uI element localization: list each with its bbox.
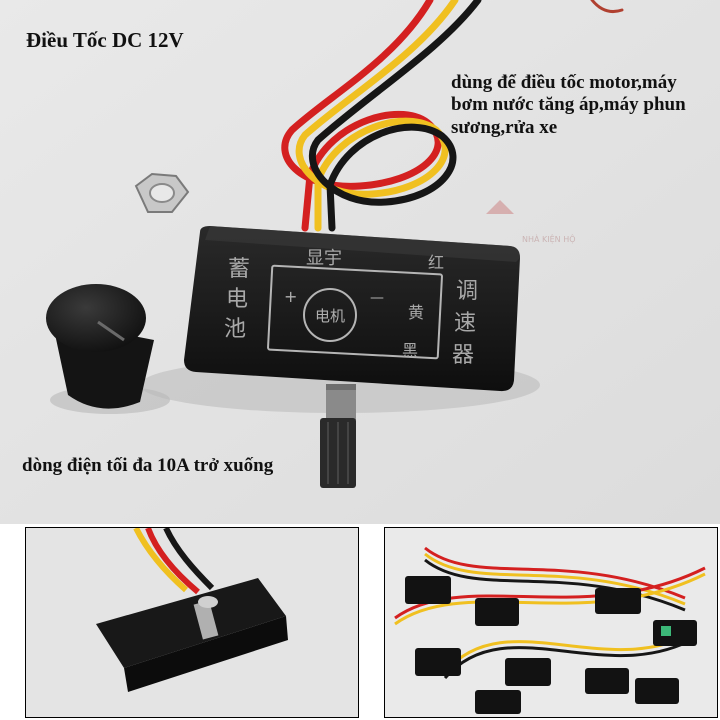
device-label-motor: 电机	[315, 307, 345, 325]
device-label-minus: —	[370, 290, 384, 306]
potentiometer-shaft	[320, 384, 356, 488]
max-current-caption: dòng điện tối đa 10A trở xuống	[22, 455, 274, 476]
hex-nut	[134, 172, 190, 213]
device-label-right-3: 器	[452, 343, 474, 368]
main-product-photo: 显宇 红 黄 黑 电机 + — 蓄 电 池 调 速 器 NHÀ KIỆN HỘ	[0, 0, 720, 524]
yellow-wire	[295, 0, 459, 232]
device-label-left-1: 蓄	[228, 257, 250, 282]
black-wire	[308, 0, 482, 232]
bulk-units-photo	[384, 527, 718, 718]
watermark-text: NHÀ KIỆN HỘ	[522, 233, 576, 245]
product-title: Điều Tốc DC 12V	[26, 28, 184, 52]
usage-caption: dùng để điều tốc motor,máy bơm nước tăng…	[451, 72, 686, 138]
device-label-top: 显宇	[306, 248, 342, 269]
controller-box: 显宇 红 黄 黑 电机 + — 蓄 电 池 调 速 器	[184, 226, 520, 392]
side-view-photo	[25, 527, 359, 718]
device-label-yellow: 黄	[408, 303, 424, 322]
device-label-plus: +	[284, 287, 297, 306]
device-label-red: 红	[428, 253, 444, 272]
knob-indicator	[97, 320, 125, 342]
device-label-black: 黑	[402, 341, 418, 360]
device-label-right-1: 调	[456, 279, 478, 304]
watermark-logo: NHÀ KIỆN HỘ	[486, 200, 576, 245]
red-wire	[281, 0, 442, 232]
control-knob	[46, 284, 154, 409]
wire-bundle	[281, 0, 624, 232]
device-label-right-2: 速	[454, 311, 476, 336]
wire-ends	[590, 0, 624, 14]
device-label-left-3: 池	[224, 317, 246, 342]
device-label-left-2: 电	[226, 287, 248, 312]
